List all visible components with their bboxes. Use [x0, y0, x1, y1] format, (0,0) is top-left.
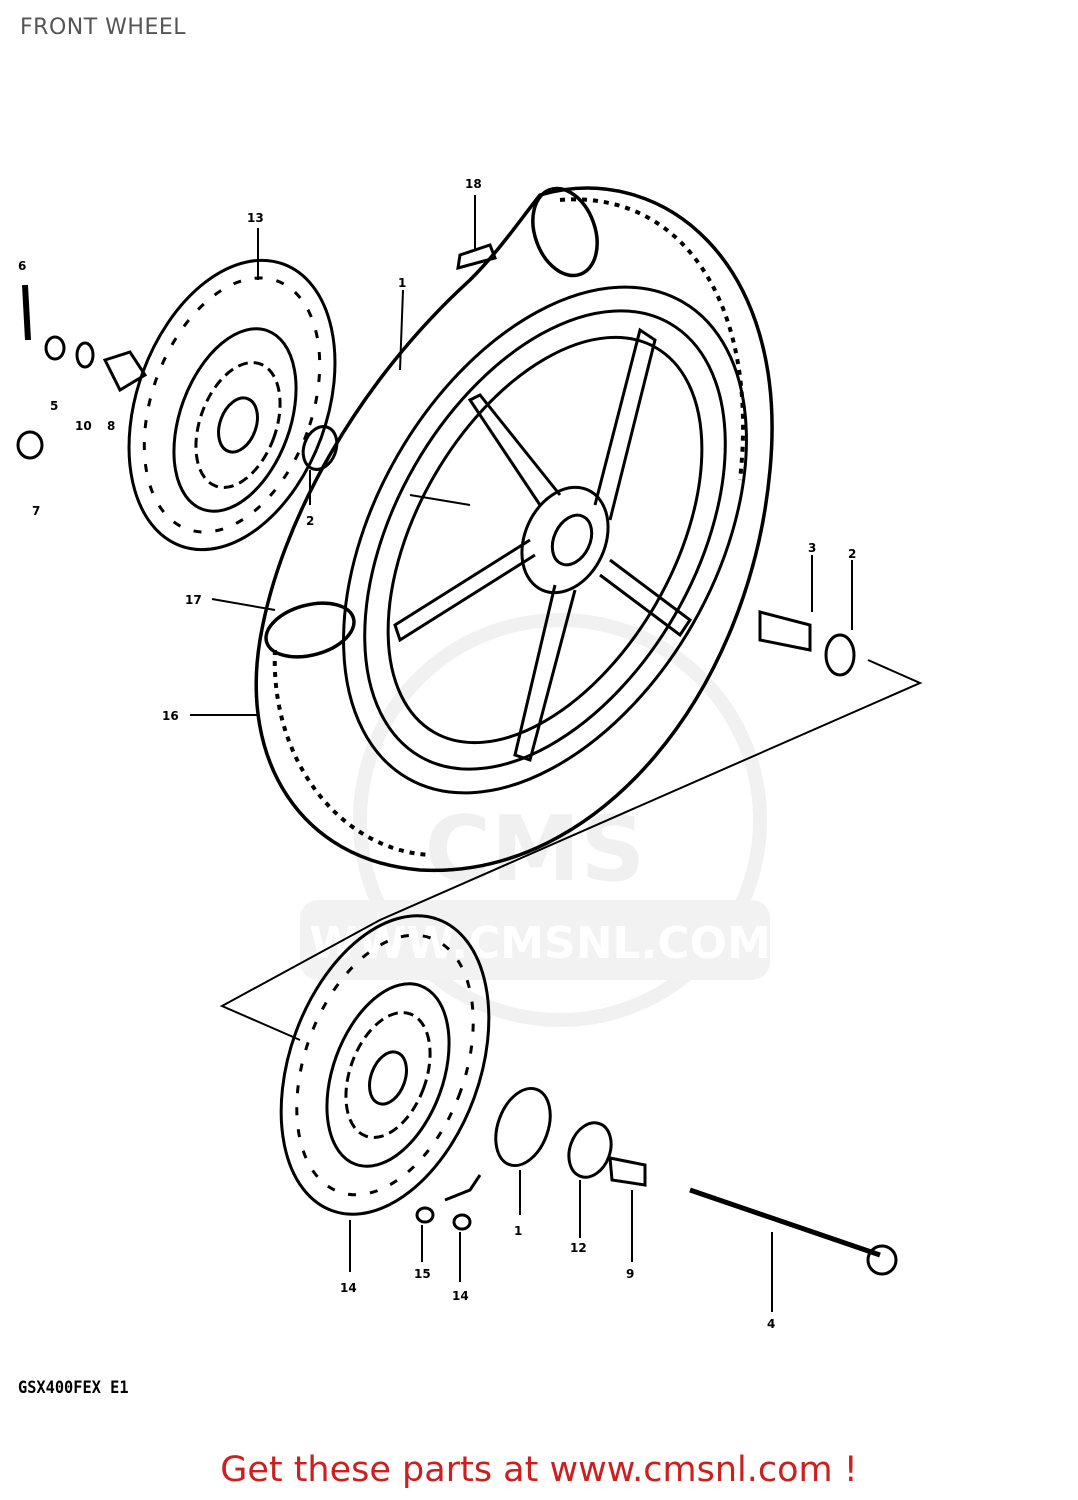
callout-1-upper: 1 [398, 276, 406, 290]
callout-8: 8 [107, 419, 115, 433]
callouts: 13 6 5 10 8 7 2 18 1 17 16 3 2 14 15 14 … [18, 177, 856, 1331]
callout-15: 15 [414, 1267, 431, 1281]
cta-link-text[interactable]: Get these parts at www.cmsnl.com ! [220, 1450, 858, 1490]
callout-14-bolt: 14 [452, 1289, 469, 1303]
leader-lines [190, 195, 853, 1312]
brake-disc-lower [279, 914, 491, 1216]
callout-7: 7 [32, 504, 40, 518]
callout-2-upper: 2 [306, 514, 314, 528]
callout-12: 12 [570, 1241, 587, 1255]
brake-disc-upper [127, 258, 337, 552]
callout-9: 9 [626, 1267, 634, 1281]
callout-14-disc: 14 [340, 1281, 357, 1295]
callout-4: 4 [767, 1317, 775, 1331]
callout-2-right: 2 [848, 547, 856, 561]
cms-watermark: CMS WWW.CMSNL.COM [300, 613, 771, 1027]
callout-10: 10 [75, 419, 92, 433]
axis-guide [219, 494, 923, 1041]
small-parts [16, 243, 898, 1276]
callout-17: 17 [185, 593, 202, 607]
model-code: GSX400FEX E1 [18, 1378, 129, 1398]
page-title: FRONT WHEEL [20, 15, 186, 40]
callout-1-lower: 1 [514, 1224, 522, 1238]
callout-13: 13 [247, 211, 264, 225]
callout-5: 5 [50, 399, 58, 413]
callout-16: 16 [162, 709, 179, 723]
callout-6: 6 [18, 259, 26, 273]
callout-3: 3 [808, 541, 816, 555]
callout-18: 18 [465, 177, 482, 191]
wheel-assembly [254, 186, 774, 873]
